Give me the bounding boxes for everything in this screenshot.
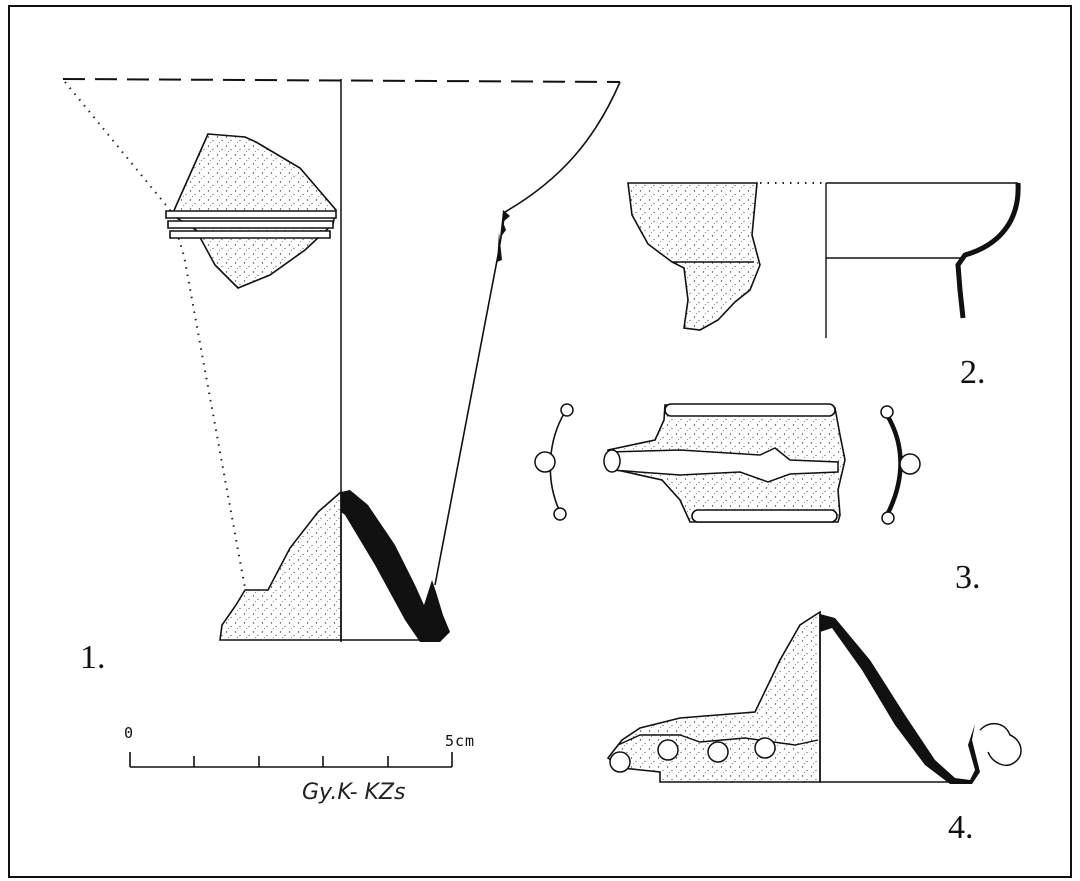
illustrator-signature: Gy.K- KZs xyxy=(302,780,406,805)
figure-2-rim-sherd xyxy=(627,182,761,331)
figure-3-label: 3. xyxy=(955,559,981,596)
figure-2-bowl xyxy=(627,182,1021,338)
plate-frame xyxy=(8,5,1072,878)
scale-bar xyxy=(129,752,453,768)
figure-4-foot xyxy=(606,610,1022,784)
figure-1-label: 1. xyxy=(80,639,106,676)
figure-1-goblet xyxy=(62,78,621,642)
figure-2-label: 2. xyxy=(960,354,986,391)
figure-3-sherd xyxy=(534,403,921,525)
scale-start-label: 0 xyxy=(124,724,135,742)
scale-end-label: 5cm xyxy=(445,732,476,750)
figure-1-foot xyxy=(219,490,342,641)
figure-4-label: 4. xyxy=(948,809,974,846)
